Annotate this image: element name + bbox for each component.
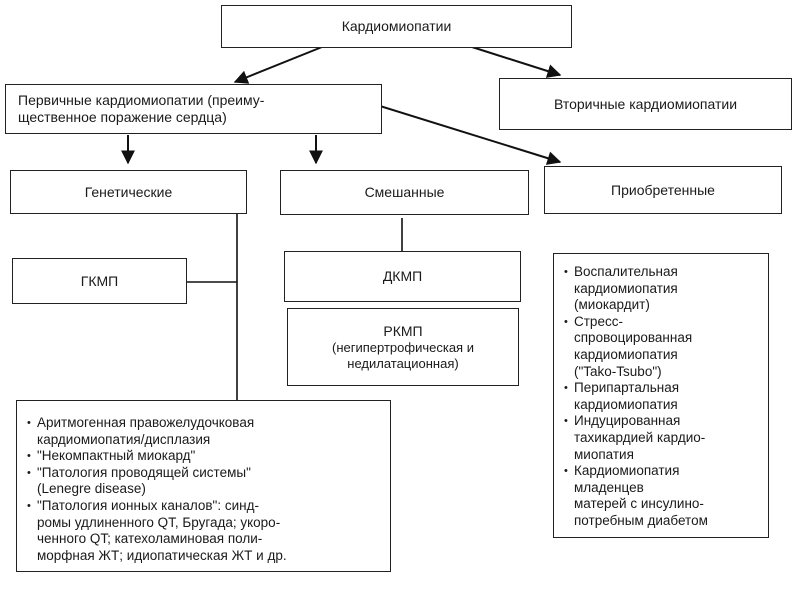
rkmp-subtitle: (негипертрофическая и недилатационная) [332, 339, 474, 371]
genetic-list-item: "Некомпактный миокард" [27, 448, 380, 465]
dkmp-label: ДКМП [382, 268, 423, 284]
genetic-list-box: Аритмогенная правожелудочковая кардиомио… [16, 400, 391, 572]
genetic-label: Генетические [84, 183, 173, 200]
genetic-list-item: "Патология проводящей системы" (Lenegre … [27, 465, 380, 498]
arrow-primary-to-acquired [379, 105, 562, 165]
root-label: Кардиомиопатии [341, 18, 452, 34]
secondary-node: Вторичные кардиомиопатии [499, 78, 792, 130]
acquired-list-item: Воспалительная кардиомиопатия (миокардит… [564, 264, 758, 314]
acquired-list: Воспалительная кардиомиопатия (миокардит… [564, 264, 758, 530]
gkmp-label: ГКМП [80, 272, 119, 289]
genetic-list: Аритмогенная правожелудочковая кардиомио… [27, 415, 380, 564]
mixed-label: Смешанные [364, 184, 445, 200]
rkmp-title: РКМП [383, 322, 423, 339]
acquired-list-item: Стресс- спровоцированная кардиомиопатия … [564, 314, 758, 380]
dkmp-node: ДКМП [284, 251, 521, 302]
primary-node: Первичные кардиомиопатии (преиму- ществе… [5, 84, 382, 134]
acquired-node: Приобретенные [544, 166, 782, 214]
rkmp-node: РКМП (негипертрофическая и недилатационн… [287, 308, 519, 386]
acquired-list-box: Воспалительная кардиомиопатия (миокардит… [553, 253, 769, 538]
gkmp-node: ГКМП [12, 258, 187, 304]
arrow-root-to-primary [233, 46, 323, 84]
arrow-root-to-secondary [471, 46, 562, 78]
acquired-list-item: Кардиомиопатия младенцев матерей с инсул… [564, 463, 758, 529]
mixed-node: Смешанные [280, 170, 529, 215]
genetic-list-item: Аритмогенная правожелудочковая кардиомио… [27, 415, 380, 448]
genetic-node: Генетические [10, 170, 247, 214]
acquired-label: Приобретенные [611, 181, 715, 198]
secondary-label: Вторичные кардиомиопатии [553, 95, 738, 112]
root-node: Кардиомиопатии [221, 5, 572, 48]
acquired-list-item: Индуцированная тахикардией кардио- миопа… [564, 413, 758, 463]
acquired-list-item: Перипартальная кардиомиопатия [564, 380, 758, 413]
genetic-list-item: "Патология ионных каналов": синд- ромы у… [27, 498, 380, 564]
primary-label: Первичные кардиомиопатии (преиму- ществе… [18, 92, 265, 125]
